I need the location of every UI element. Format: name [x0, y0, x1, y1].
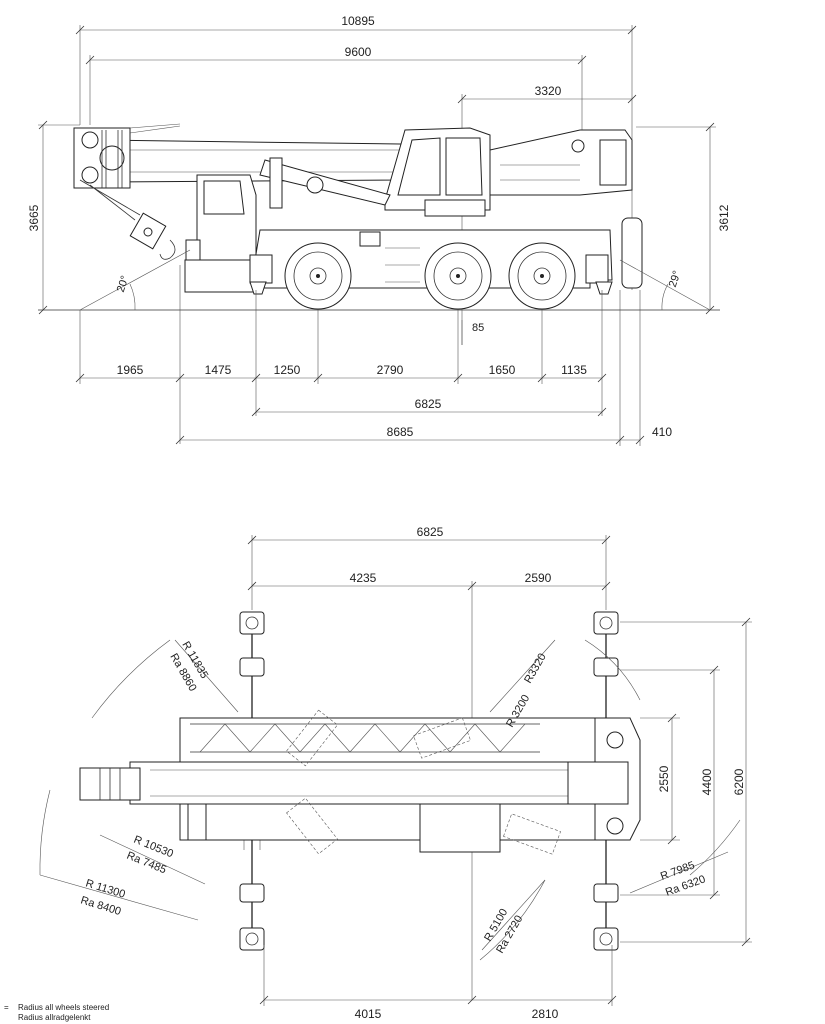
- label-4400: 4400: [700, 768, 714, 795]
- dim-ground-offset: 85: [461, 320, 484, 345]
- dim-top-outrigger-base: 6825: [247, 525, 611, 610]
- crane-cab: [384, 127, 491, 217]
- label-410: 410: [652, 425, 672, 439]
- boom-top: [79, 761, 629, 805]
- label-9600: 9600: [345, 45, 372, 59]
- legend-symbol: =: [4, 1003, 9, 1012]
- counterweight: [489, 129, 633, 196]
- label-3612: 3612: [717, 204, 731, 231]
- label-6825-side: 6825: [415, 397, 442, 411]
- label-1475: 1475: [205, 363, 232, 377]
- wheel-3: [508, 242, 576, 310]
- rear-spare-wheel: [621, 217, 643, 289]
- luffing-cylinder: [259, 157, 391, 209]
- dim-chain-bottom: 1965 1475 1250 2790 1650 1135: [75, 265, 607, 444]
- dim-chassis-length: 8685 410: [175, 290, 672, 446]
- label-1250: 1250: [274, 363, 301, 377]
- label-1650: 1650: [489, 363, 516, 377]
- label-angle-20: 20°: [115, 274, 132, 294]
- label-8685: 8685: [387, 425, 414, 439]
- hook-block: [79, 179, 176, 260]
- dim-height-left: 3665: [27, 120, 80, 315]
- dim-widths: 2550 4400 6200: [620, 617, 752, 947]
- label-4015: 4015: [355, 1007, 382, 1021]
- side-view: 10895 9600 3320 3665 361: [27, 14, 731, 446]
- label-4235: 4235: [350, 571, 377, 585]
- dim-bottom-spans: 4015 2810: [259, 945, 617, 1021]
- label-2590: 2590: [525, 571, 552, 585]
- label-10895: 10895: [341, 14, 375, 28]
- label-6825-top: 6825: [417, 525, 444, 539]
- angle-rear: 29°: [619, 259, 711, 311]
- label-2550: 2550: [657, 765, 671, 792]
- legend-line-2: Radius allradgelenkt: [18, 1013, 91, 1022]
- wheel-2: [424, 242, 492, 310]
- steered-wheels: [286, 709, 561, 855]
- legend-line-1: Radius all wheels steered: [18, 1003, 110, 1012]
- swing-arcs: [39, 639, 741, 961]
- label-6200: 6200: [732, 768, 746, 795]
- label-3665: 3665: [27, 204, 41, 231]
- dim-overall-length: 10895: [75, 14, 637, 290]
- legend: = Radius all wheels steered Radius allrad…: [4, 1003, 109, 1023]
- label-1965: 1965: [117, 363, 144, 377]
- wheel-1: [284, 242, 352, 310]
- label-r3320: R3320: [522, 651, 549, 685]
- label-3320: 3320: [535, 84, 562, 98]
- label-2810: 2810: [532, 1007, 559, 1021]
- lattice-frame: [190, 723, 540, 753]
- label-85: 85: [472, 322, 484, 334]
- dim-height-right: 3612: [636, 122, 731, 315]
- label-2790: 2790: [377, 363, 404, 377]
- angle-front: 20°: [79, 249, 191, 311]
- dim-outrigger-base-side: 6825: [251, 397, 607, 417]
- outrigger-pads-side: [249, 281, 613, 295]
- label-1135: 1135: [561, 363, 587, 377]
- dim-boom-length: 9600: [85, 45, 587, 130]
- label-angle-29: 29°: [667, 269, 684, 289]
- top-view: 6825 4235 2590: [39, 525, 752, 1021]
- boom-head: [73, 127, 131, 189]
